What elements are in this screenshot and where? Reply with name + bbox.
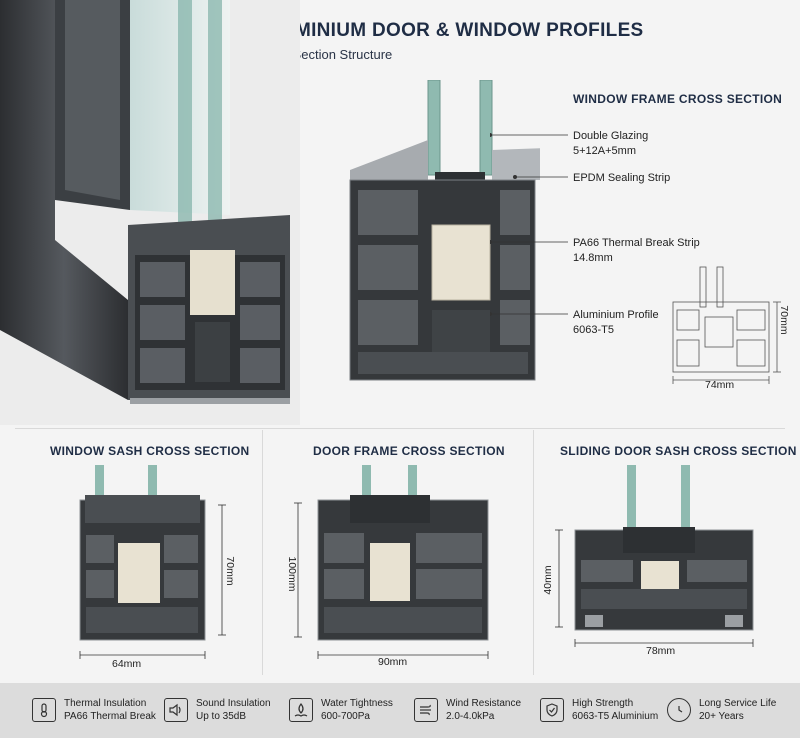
feature-title: Thermal Insulation <box>64 698 147 709</box>
sliding-door-sash-heading: SLIDING DOOR SASH CROSS SECTION <box>560 444 797 458</box>
dim-width-label: 74mm <box>705 379 735 391</box>
dim-height-label: 40mm <box>542 565 554 595</box>
feature-detail: 6063-T5 Aluminium <box>572 711 659 722</box>
dim-height-label: 100mm <box>286 556 298 592</box>
feature-title: Wind Resistance <box>446 698 522 709</box>
callout-label: Aluminium Profile <box>573 309 659 321</box>
callout-value: 5+12A+5mm <box>573 145 636 157</box>
panel-divider <box>533 430 534 675</box>
feature-water-tightness: Water Tightness 600-700Pa <box>289 695 393 725</box>
feature-title: High Strength <box>572 698 634 709</box>
feature-thermal-insulation: Thermal Insulation PA66 Thermal Break <box>32 695 156 725</box>
panel-divider <box>262 430 263 675</box>
water-drop-icon <box>289 698 313 722</box>
door-frame-heading: DOOR FRAME CROSS SECTION <box>313 444 505 458</box>
feature-wind-resistance: Wind Resistance 2.0-4.0kPa <box>414 695 521 725</box>
feature-title: Water Tightness <box>321 698 393 709</box>
callout-label: PA66 Thermal Break Strip <box>573 237 700 249</box>
sliding-door-sash-profile-render <box>545 465 785 665</box>
callout-label: Double Glazing <box>573 130 649 142</box>
hero-corner-render <box>0 0 300 425</box>
dim-height-label: 70mm <box>778 305 790 335</box>
callout-double-glazing: Double Glazing 5+12A+5mm <box>573 129 648 159</box>
callout-thermal-break: PA66 Thermal Break Strip 14.8mm <box>573 236 700 266</box>
feature-sound-insulation: Sound Insulation Up to 35dB <box>164 695 271 725</box>
clock-icon <box>667 698 691 722</box>
section-divider <box>15 428 785 429</box>
window-sash-heading: WINDOW SASH CROSS SECTION <box>50 444 250 458</box>
feature-detail: 600-700Pa <box>321 711 370 722</box>
window-frame-heading: WINDOW FRAME CROSS SECTION <box>573 92 783 106</box>
speaker-icon <box>164 698 188 722</box>
feature-detail: Up to 35dB <box>196 711 247 722</box>
window-sash-profile-render <box>50 465 265 665</box>
wind-icon <box>414 698 438 722</box>
shield-icon <box>540 698 564 722</box>
callout-label: EPDM Sealing Strip <box>573 172 671 184</box>
callout-value: 6063-T5 <box>573 324 614 336</box>
window-frame-line-drawing <box>665 262 790 392</box>
dim-width-label: 90mm <box>378 656 408 668</box>
feature-detail: 20+ Years <box>699 711 744 722</box>
callout-epdm-strip: EPDM Sealing Strip <box>573 171 670 186</box>
feature-title: Sound Insulation <box>196 698 271 709</box>
callout-value: 14.8mm <box>573 252 613 264</box>
callout-leader-lines <box>490 133 568 316</box>
thermometer-icon <box>32 698 56 722</box>
feature-long-service-life: Long Service Life 20+ Years <box>667 695 776 725</box>
page-title: ALUMINIUM DOOR & WINDOW PROFILES <box>255 20 644 41</box>
feature-detail: PA66 Thermal Break <box>64 711 156 722</box>
door-frame-profile-render <box>290 465 510 665</box>
feature-title: Long Service Life <box>699 698 777 709</box>
window-frame-profile-render <box>340 80 540 385</box>
feature-bar: Thermal Insulation PA66 Thermal Break So… <box>0 683 800 738</box>
dim-width-label: 64mm <box>112 658 142 670</box>
feature-high-strength: High Strength 6063-T5 Aluminium <box>540 695 658 725</box>
dim-width-label: 78mm <box>646 645 676 657</box>
dim-height-label: 70mm <box>224 556 236 586</box>
callout-aluminium-profile: Aluminium Profile 6063-T5 <box>573 308 659 338</box>
feature-detail: 2.0-4.0kPa <box>446 711 495 722</box>
